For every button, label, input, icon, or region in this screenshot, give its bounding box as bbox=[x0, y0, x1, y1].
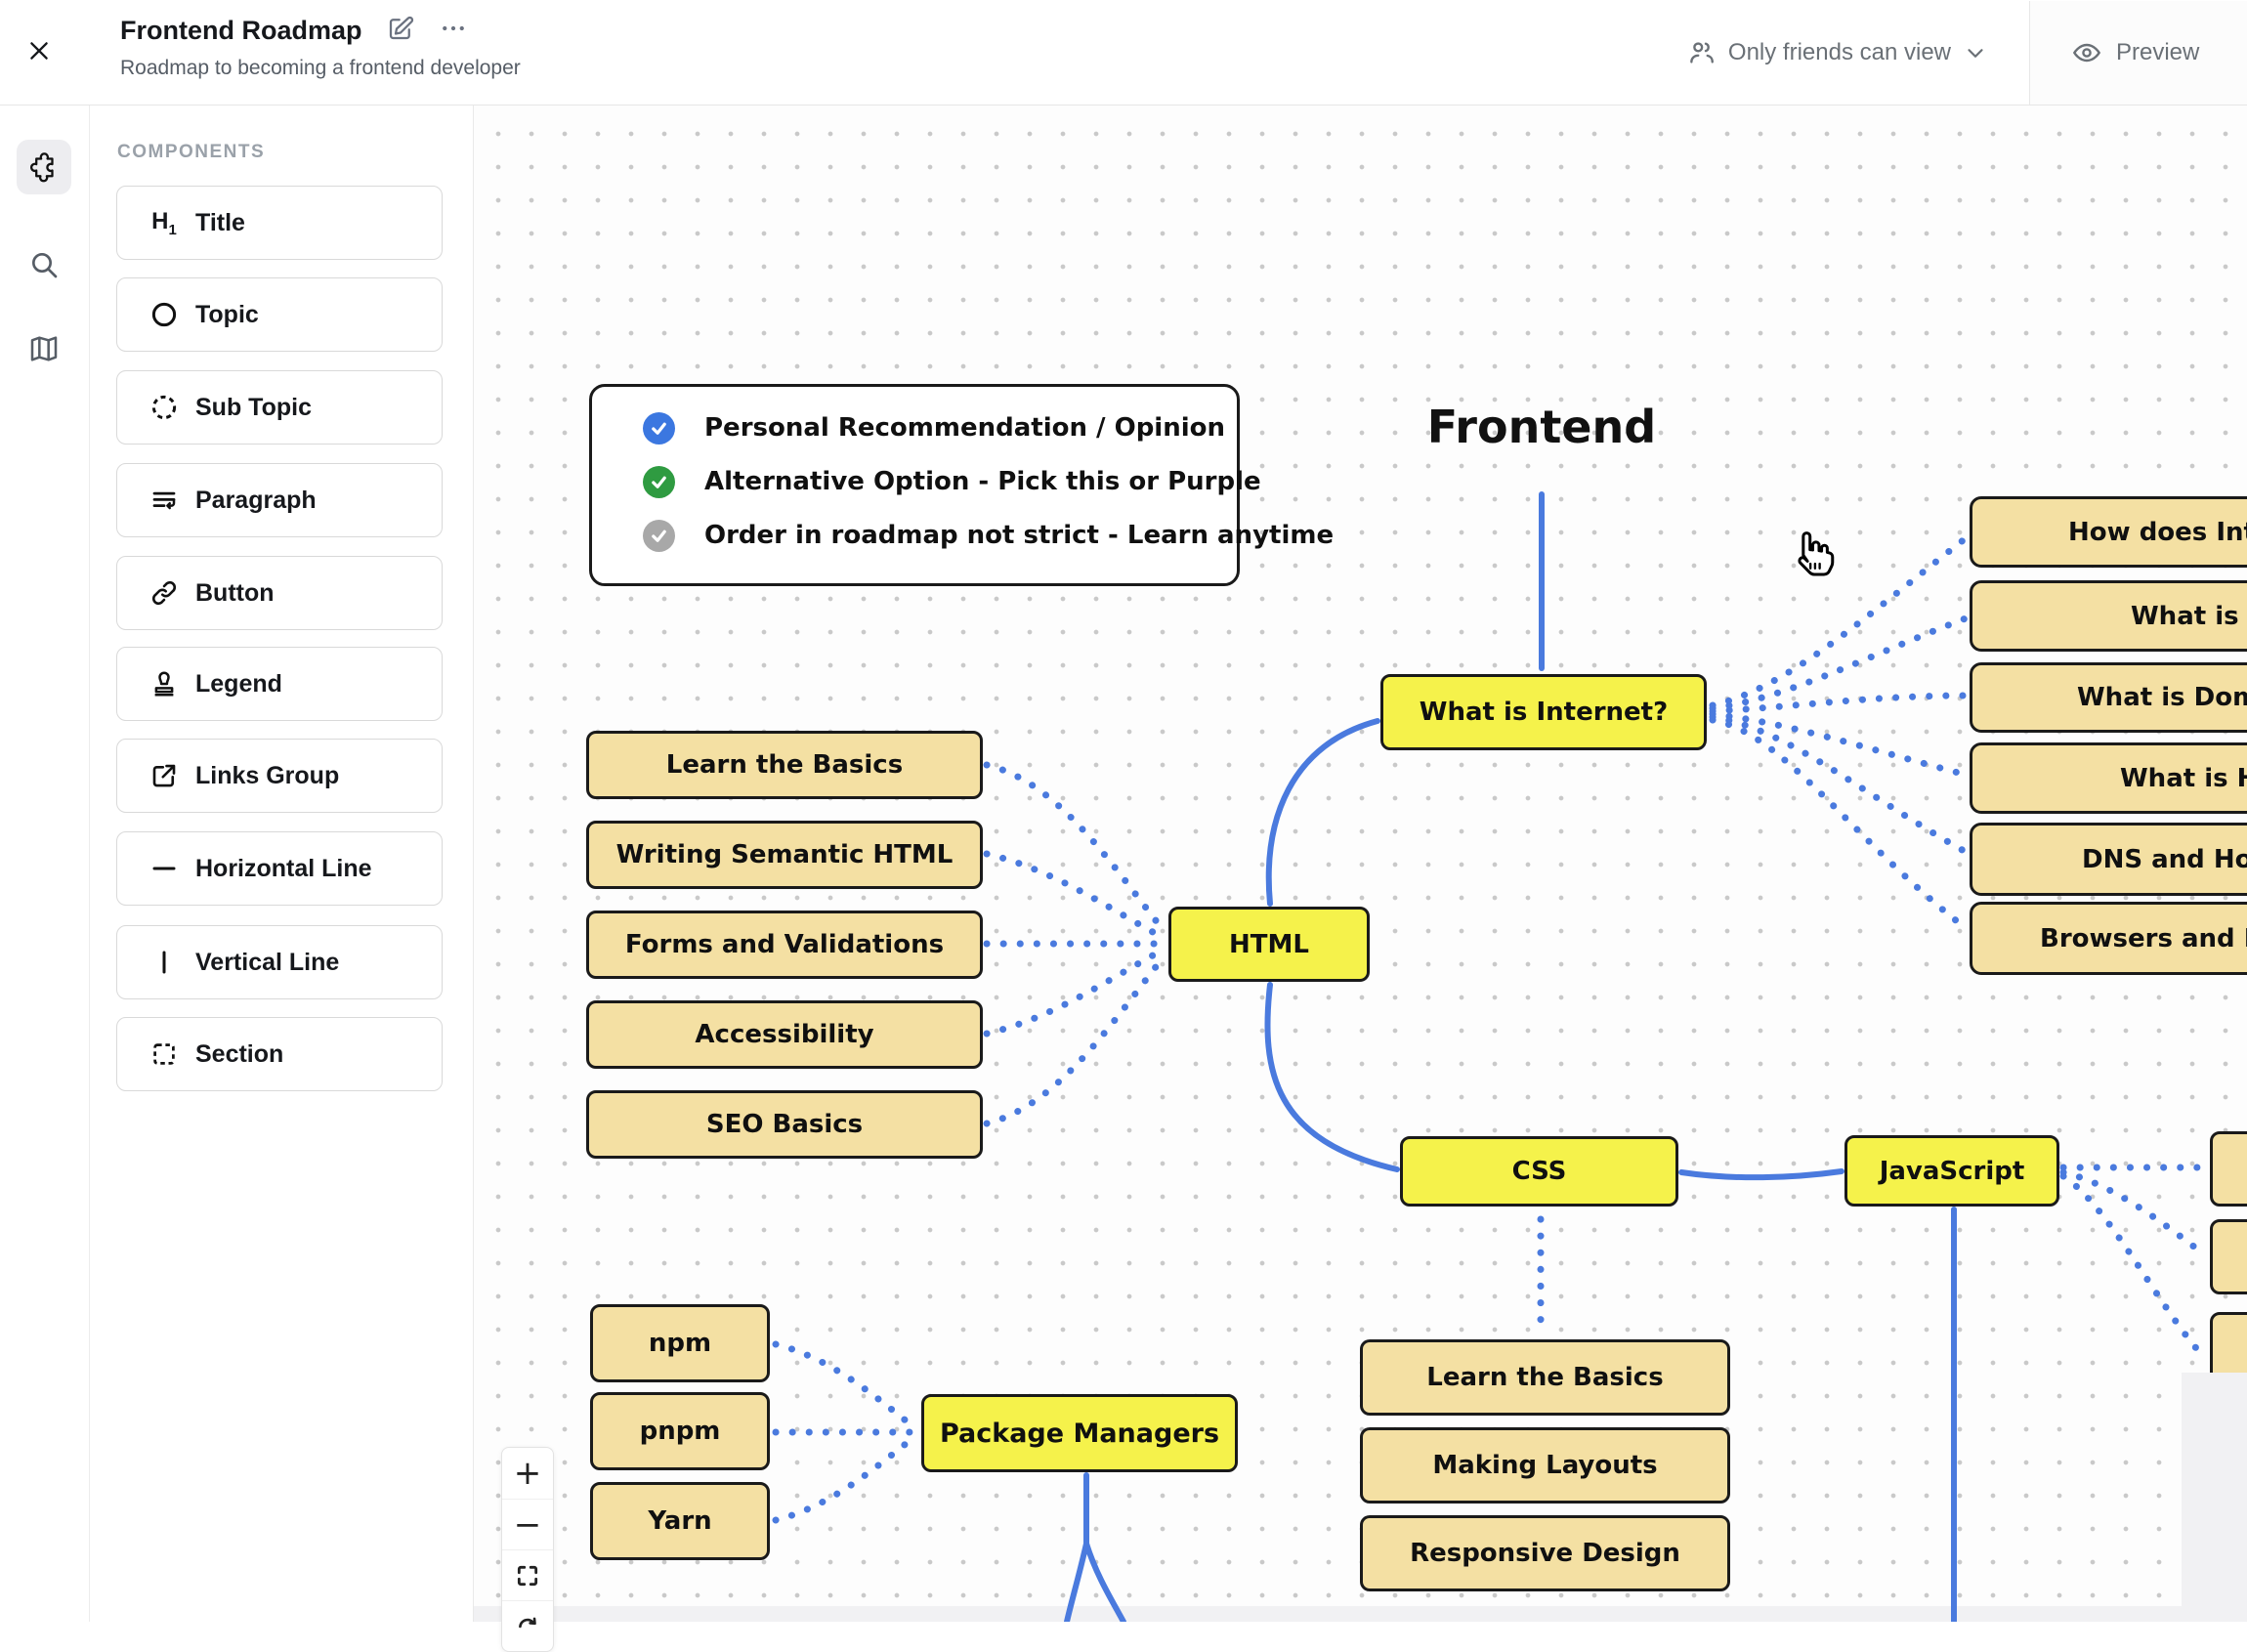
canvas-corner-overlay bbox=[2182, 1373, 2247, 1622]
component-item-sub-topic[interactable]: Sub Topic bbox=[116, 370, 443, 445]
components-panel: COMPONENTS H1 Title Topic Sub Topic Para… bbox=[89, 105, 474, 1622]
subtopic-node[interactable]: Learn the Basics bbox=[1360, 1339, 1730, 1416]
subtopic-node[interactable]: Yarn bbox=[590, 1482, 770, 1560]
subtopic-node-truncated[interactable]: DNS and How bbox=[1970, 823, 2247, 896]
close-button[interactable] bbox=[21, 33, 57, 68]
paragraph-lines-icon bbox=[145, 486, 184, 515]
preview-button[interactable]: Preview bbox=[2030, 0, 2247, 105]
component-item-section[interactable]: Section bbox=[116, 1017, 443, 1091]
reset-view-button[interactable] bbox=[502, 1600, 553, 1651]
subtopic-node[interactable]: Making Layouts bbox=[1360, 1427, 1730, 1504]
component-item-title[interactable]: H1 Title bbox=[116, 186, 443, 260]
subtopic-node[interactable]: npm bbox=[590, 1304, 770, 1382]
search-icon bbox=[32, 253, 58, 278]
preview-label: Preview bbox=[2116, 38, 2200, 65]
stamp-icon bbox=[145, 669, 184, 699]
zoom-in-button[interactable]: + bbox=[513, 1454, 542, 1493]
external-link-icon bbox=[145, 761, 184, 790]
fullscreen-icon bbox=[517, 1565, 538, 1586]
topic-node-javascript[interactable]: JavaScript bbox=[1844, 1135, 2059, 1207]
subtopic-node[interactable]: Forms and Validations bbox=[586, 911, 983, 979]
subtopic-node[interactable]: Writing Semantic HTML bbox=[586, 821, 983, 889]
components-heading: COMPONENTS bbox=[117, 142, 266, 162]
header-divider bbox=[2029, 0, 2030, 105]
legend-row: Personal Recommendation / Opinion bbox=[643, 411, 1237, 445]
roadmap-subtitle: Roadmap to becoming a frontend developer bbox=[120, 57, 521, 79]
subtopic-node[interactable]: Learn the Basics bbox=[586, 731, 983, 799]
legend-row: Order in roadmap not strict - Learn anyt… bbox=[643, 519, 1334, 552]
subtopic-node[interactable]: Accessibility bbox=[586, 1000, 983, 1069]
horizontal-line-icon bbox=[145, 854, 184, 883]
fullscreen-button[interactable] bbox=[502, 1549, 553, 1600]
legend-label: Order in roadmap not strict - Learn anyt… bbox=[704, 521, 1335, 550]
zoom-out-button[interactable]: − bbox=[502, 1499, 553, 1549]
check-icon bbox=[643, 519, 675, 552]
dashed-square-icon bbox=[145, 1039, 184, 1069]
component-item-button[interactable]: Button bbox=[116, 556, 443, 630]
subtopic-node[interactable]: pnpm bbox=[590, 1392, 770, 1470]
subtopic-node-offscreen[interactable] bbox=[2210, 1219, 2247, 1294]
legend-row: Alternative Option - Pick this or Purple bbox=[643, 465, 1261, 498]
h1-icon: H1 bbox=[151, 207, 177, 238]
visibility-label: Only friends can view bbox=[1727, 38, 1951, 65]
topic-node-html[interactable]: HTML bbox=[1168, 907, 1370, 982]
link-icon bbox=[145, 578, 184, 608]
visibility-dropdown[interactable]: Only friends can view bbox=[1646, 1, 2029, 105]
subtopic-node-truncated[interactable]: How does Inte bbox=[1970, 496, 2247, 568]
subtopic-node-truncated[interactable]: What is Doma bbox=[1970, 662, 2247, 733]
component-item-topic[interactable]: Topic bbox=[116, 277, 443, 352]
zoom-toolbar: + − bbox=[501, 1447, 554, 1652]
component-item-horizontal-line[interactable]: Horizontal Line bbox=[116, 831, 443, 906]
map-icon bbox=[30, 336, 58, 361]
edit-title-icon[interactable] bbox=[386, 14, 415, 48]
check-icon bbox=[643, 465, 675, 498]
chevron-down-icon bbox=[1968, 48, 1983, 58]
reset-view-icon bbox=[519, 1617, 536, 1628]
component-item-vertical-line[interactable]: Vertical Line bbox=[116, 925, 443, 999]
topic-node-package-managers[interactable]: Package Managers bbox=[921, 1394, 1238, 1472]
legend-label: Personal Recommendation / Opinion bbox=[704, 413, 1226, 443]
component-item-paragraph[interactable]: Paragraph bbox=[116, 463, 443, 537]
circle-icon bbox=[145, 300, 184, 329]
dashed-circle-icon bbox=[145, 393, 184, 422]
subtopic-node-truncated[interactable]: What is Ho bbox=[1970, 742, 2247, 814]
legend-label: Alternative Option - Pick this or Purple bbox=[704, 467, 1261, 496]
topic-node-what-is-internet[interactable]: What is Internet? bbox=[1380, 674, 1707, 750]
roadmap-title: Frontend Roadmap bbox=[120, 16, 362, 45]
topic-node-css[interactable]: CSS bbox=[1400, 1136, 1678, 1207]
app-header: Frontend Roadmap Roadmap to becoming a f… bbox=[0, 0, 2247, 106]
eye-icon bbox=[2072, 43, 2101, 62]
tool-rail bbox=[0, 105, 90, 1622]
search-tab-button[interactable] bbox=[17, 237, 71, 292]
component-item-links-group[interactable]: Links Group bbox=[116, 739, 443, 813]
map-tab-button[interactable] bbox=[17, 321, 71, 376]
subtopic-node[interactable]: SEO Basics bbox=[586, 1090, 983, 1159]
more-options-icon[interactable] bbox=[439, 14, 468, 48]
canvas-bottom-strip bbox=[473, 1606, 2247, 1622]
subtopic-node[interactable]: Responsive Design bbox=[1360, 1515, 1730, 1591]
roadmap-root-title[interactable]: Frontend bbox=[1426, 401, 1657, 453]
vertical-line-icon bbox=[145, 948, 184, 977]
close-icon bbox=[30, 42, 48, 60]
component-item-legend[interactable]: Legend bbox=[116, 647, 443, 721]
legend-card[interactable]: Personal Recommendation / Opinion Altern… bbox=[589, 384, 1334, 586]
subtopic-node-offscreen[interactable] bbox=[2210, 1131, 2247, 1207]
components-tab-button[interactable] bbox=[17, 140, 71, 194]
subtopic-node-truncated[interactable]: What is H bbox=[1970, 580, 2247, 652]
people-icon bbox=[1690, 41, 1714, 64]
puzzle-icon bbox=[30, 152, 54, 183]
check-icon bbox=[643, 411, 675, 445]
subtopic-node-truncated[interactable]: Browsers and Ho bbox=[1970, 902, 2247, 975]
